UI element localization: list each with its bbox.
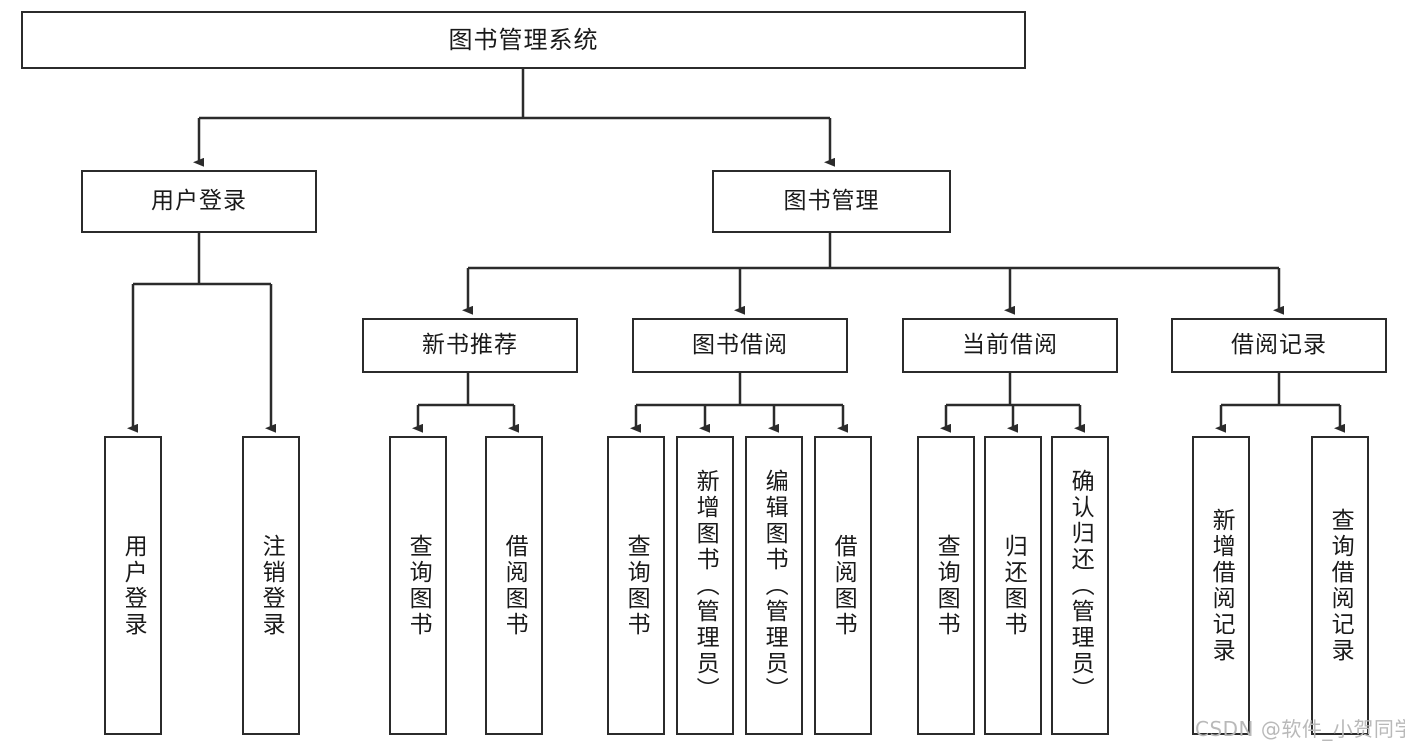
node-leaf-return-book-label: 归还图书 [1000, 533, 1027, 638]
node-leaf-logout-label: 注销登录 [258, 533, 285, 638]
node-leaf-add-record[interactable]: 新增借阅记录 [1192, 436, 1250, 735]
node-leaf-user-login-label: 用户登录 [120, 533, 147, 638]
node-leaf-query-book-3-label: 查询图书 [933, 533, 960, 638]
node-leaf-add-book-label: 新增图书（管理员） [692, 468, 719, 703]
node-leaf-confirm-return[interactable]: 确认归还（管理员） [1051, 436, 1109, 735]
node-leaf-query-book-1[interactable]: 查询图书 [389, 436, 447, 735]
node-leaf-query-book-2[interactable]: 查询图书 [607, 436, 665, 735]
node-leaf-add-record-label: 新增借阅记录 [1208, 507, 1235, 664]
node-borrow-record[interactable]: 借阅记录 [1171, 318, 1387, 373]
watermark-text: CSDN @软件_小贺同学 [1195, 717, 1405, 741]
node-book-management[interactable]: 图书管理 [712, 170, 951, 233]
node-leaf-user-login[interactable]: 用户登录 [104, 436, 162, 735]
node-root-system[interactable]: 图书管理系统 [21, 11, 1026, 69]
node-leaf-query-record-label: 查询借阅记录 [1327, 507, 1354, 664]
node-leaf-query-book-3[interactable]: 查询图书 [917, 436, 975, 735]
node-leaf-add-book[interactable]: 新增图书（管理员） [676, 436, 734, 735]
node-leaf-query-book-2-label: 查询图书 [623, 533, 650, 638]
node-leaf-logout[interactable]: 注销登录 [242, 436, 300, 735]
node-leaf-borrow-book-1[interactable]: 借阅图书 [485, 436, 543, 735]
node-user-login-label: 用户登录 [151, 187, 247, 214]
node-leaf-query-book-1-label: 查询图书 [405, 533, 432, 638]
node-leaf-confirm-return-label: 确认归还（管理员） [1067, 468, 1094, 703]
node-current-borrow[interactable]: 当前借阅 [902, 318, 1118, 373]
node-leaf-borrow-book-1-label: 借阅图书 [501, 533, 528, 638]
node-leaf-query-record[interactable]: 查询借阅记录 [1311, 436, 1369, 735]
node-borrow-record-label: 借阅记录 [1231, 331, 1327, 358]
node-leaf-edit-book[interactable]: 编辑图书（管理员） [745, 436, 803, 735]
node-leaf-borrow-book-2-label: 借阅图书 [830, 533, 857, 638]
node-current-borrow-label: 当前借阅 [962, 331, 1058, 358]
node-user-login[interactable]: 用户登录 [81, 170, 317, 233]
node-leaf-edit-book-label: 编辑图书（管理员） [761, 468, 788, 703]
node-leaf-return-book[interactable]: 归还图书 [984, 436, 1042, 735]
node-leaf-borrow-book-2[interactable]: 借阅图书 [814, 436, 872, 735]
node-new-book-recommend-label: 新书推荐 [422, 331, 518, 358]
node-root-label: 图书管理系统 [448, 25, 599, 54]
node-book-management-label: 图书管理 [783, 187, 880, 214]
node-book-borrow-label: 图书借阅 [692, 331, 788, 358]
node-book-borrow[interactable]: 图书借阅 [632, 318, 848, 373]
node-new-book-recommend[interactable]: 新书推荐 [362, 318, 578, 373]
